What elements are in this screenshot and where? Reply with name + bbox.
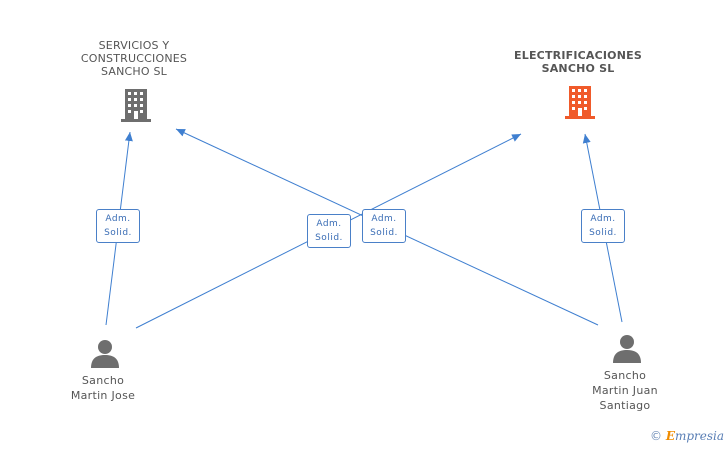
role-badge-juan-electrificaciones[interactable]: Adm. Solid. <box>581 209 625 243</box>
person-name-line: Santiago <box>599 399 651 412</box>
company-name-line: ELECTRIFICACIONES <box>514 49 642 62</box>
building-icon[interactable] <box>564 85 596 121</box>
copyright-icon: © <box>650 429 662 443</box>
role-badge-jose-servicios[interactable]: Adm. Solid. <box>96 209 140 243</box>
role-label: Solid. <box>589 228 617 238</box>
role-label: Solid. <box>315 233 343 243</box>
role-label: Solid. <box>370 228 398 238</box>
brand-initial: E <box>665 429 675 443</box>
person-icon[interactable] <box>90 338 120 368</box>
role-label: Adm. <box>590 214 616 224</box>
copyright-brand: © Empresia <box>650 429 724 443</box>
company-name-servicios[interactable]: SERVICIOS Y CONSTRUCCIONES SANCHO SL <box>64 39 204 78</box>
company-name-line: CONSTRUCCIONES <box>80 52 188 65</box>
person-name-line: Sancho <box>603 369 647 382</box>
person-name-jose[interactable]: Sancho Martin Jose <box>53 373 153 403</box>
person-icon[interactable] <box>612 333 642 363</box>
company-name-line: SANCHO SL <box>541 62 615 75</box>
role-label: Adm. <box>105 214 131 224</box>
role-label: Solid. <box>104 228 132 238</box>
role-badge-jose-electrificaciones[interactable]: Adm. Solid. <box>307 214 351 248</box>
role-label: Adm. <box>371 214 397 224</box>
role-label: Adm. <box>316 219 342 229</box>
person-name-line: Martin Juan <box>592 384 658 397</box>
building-icon[interactable] <box>120 88 152 124</box>
brand-name: mpresia <box>674 429 725 443</box>
company-name-line: SERVICIOS Y <box>98 39 170 52</box>
company-name-electrificaciones[interactable]: ELECTRIFICACIONES SANCHO SL <box>503 49 653 75</box>
person-name-line: Sancho <box>81 374 125 387</box>
person-name-juan[interactable]: Sancho Martin Juan Santiago <box>575 368 675 413</box>
company-name-line: SANCHO SL <box>101 65 167 78</box>
person-name-line: Martin Jose <box>70 389 136 402</box>
role-badge-juan-servicios[interactable]: Adm. Solid. <box>362 209 406 243</box>
